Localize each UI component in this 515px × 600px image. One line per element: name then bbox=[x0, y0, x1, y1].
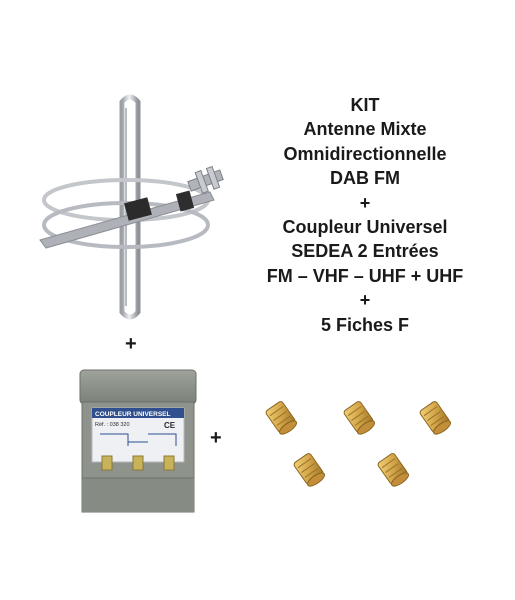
title-line: Coupleur Universel bbox=[282, 217, 448, 238]
title-line: DAB FM bbox=[330, 168, 400, 189]
ce-mark: CE bbox=[164, 421, 176, 430]
title-line: KIT bbox=[350, 95, 380, 115]
product-title: KIT Antenne Mixte Omnidirectionnelle DAB… bbox=[255, 93, 475, 337]
title-line: Antenne Mixte bbox=[303, 119, 427, 140]
coupler-box-image: COUPLEUR UNIVERSEL Réf. : 038 320 CE bbox=[79, 369, 197, 513]
coupler-label-title: COUPLEUR UNIVERSEL bbox=[95, 411, 171, 418]
fm-dab-antenna-image bbox=[39, 94, 224, 320]
title-line: + bbox=[359, 290, 371, 311]
f-connector-image bbox=[265, 401, 452, 487]
title-line: Omnidirectionnelle bbox=[283, 143, 447, 164]
plus-sign-antenna: + bbox=[125, 333, 137, 355]
coupler-label-ref: Réf. : 038 320 bbox=[95, 422, 130, 428]
title-line: 5 Fiches F bbox=[320, 314, 410, 335]
plus-sign-coupler: + bbox=[210, 427, 222, 449]
title-line: + bbox=[359, 192, 371, 213]
title-line: FM – VHF – UHF + UHF bbox=[266, 265, 464, 286]
title-line: SEDEA 2 Entrées bbox=[291, 241, 439, 262]
